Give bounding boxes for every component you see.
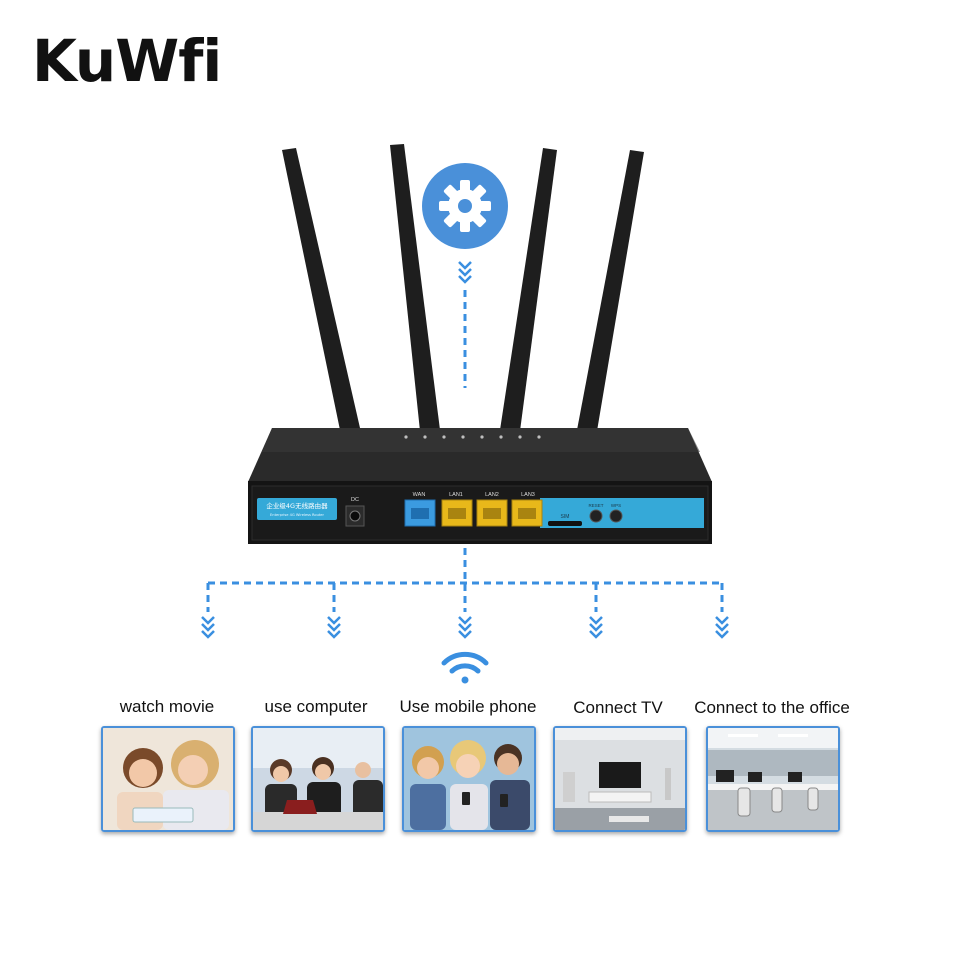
distribution-lines	[206, 548, 724, 612]
use-label-connect-office: Connect to the office	[694, 698, 850, 717]
port-label-dc: DC	[351, 497, 359, 503]
port-label-sim: SIM	[561, 514, 570, 520]
use-label-use-computer: use computer	[264, 697, 368, 716]
antenna-2	[390, 144, 440, 431]
photo-office	[706, 726, 840, 832]
photo-business-laptop	[251, 726, 385, 832]
chevron-down-icon	[201, 616, 729, 639]
antenna-3	[500, 148, 557, 431]
photo-friends-phones	[402, 726, 536, 832]
wifi-icon	[441, 651, 489, 684]
port-label-lan1: LAN1	[449, 492, 463, 498]
port-label-reset: RESET	[588, 503, 603, 508]
use-label-connect-tv: Connect TV	[573, 698, 663, 717]
port-label-lan2: LAN2	[485, 492, 499, 498]
sim-slot	[548, 521, 582, 526]
gear-icon	[422, 163, 508, 249]
port-label-wps: WPS	[611, 503, 621, 508]
port-label-wan: WAN	[413, 492, 426, 498]
wps-button	[609, 509, 623, 523]
router-badge-subtext: Enterprise 4G Wireless Router	[270, 513, 324, 517]
use-label-mobile-phone: Use mobile phone	[399, 697, 537, 716]
antenna-4	[577, 150, 644, 431]
brand-logo: KuWfi	[32, 27, 222, 95]
antennas	[282, 144, 644, 431]
router: 企业级4G无线路由器 Enterprise 4G Wireless Router…	[248, 428, 712, 544]
photo-family-tablet	[101, 726, 235, 832]
reset-button	[589, 509, 603, 523]
antenna-1	[282, 148, 360, 430]
router-badge	[257, 498, 337, 520]
port-label-lan3: LAN3	[521, 492, 535, 498]
use-label-watch-movie: watch movie	[119, 697, 215, 716]
router-badge-text: 企业级4G无线路由器	[266, 501, 328, 510]
photo-living-room-tv	[553, 726, 687, 832]
chevron-down-icon	[458, 261, 472, 284]
